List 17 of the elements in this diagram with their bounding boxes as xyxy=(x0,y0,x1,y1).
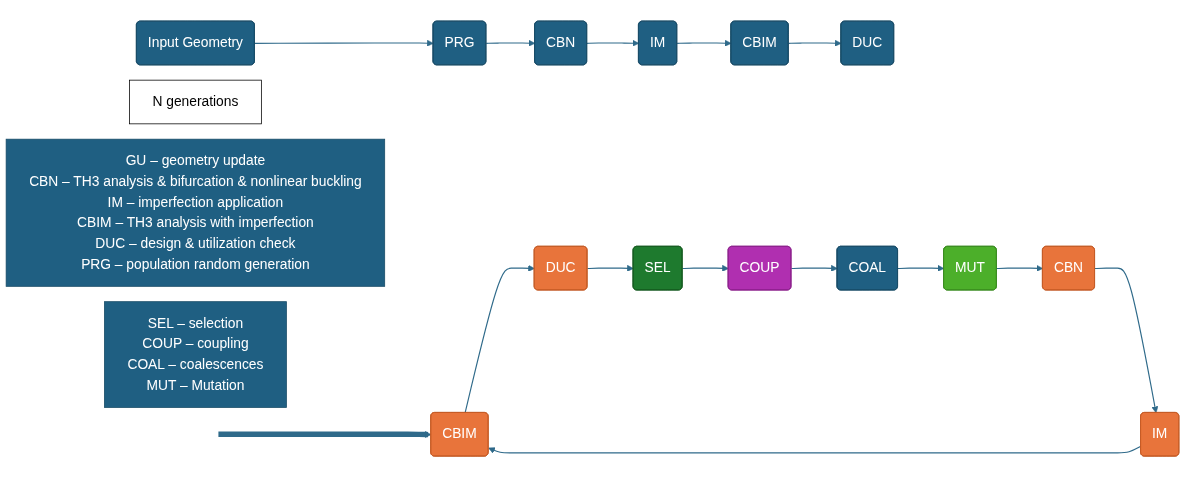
arrow xyxy=(681,264,729,272)
arrow xyxy=(897,264,945,272)
node-box: SEL – selection COUP – coupling COAL – coalescences MUT – Mutation xyxy=(104,301,287,408)
arrow xyxy=(790,264,838,272)
arrow xyxy=(464,264,535,414)
node-box: N generations xyxy=(129,79,262,125)
arrow xyxy=(676,39,732,47)
arrow xyxy=(218,430,432,438)
arrow xyxy=(996,264,1044,272)
arrow xyxy=(586,39,640,47)
arrow xyxy=(488,445,1142,454)
node-box: GU – geometry update CBN – TH3 analysis & bifurcation & nonlinear buckling IM – imperfection application CBIM – TH3 analysis with imperfection DUC – design & utilization check PRG – population random generation xyxy=(5,138,386,287)
arrow xyxy=(1094,267,1159,413)
arrow xyxy=(788,39,842,47)
arrow xyxy=(254,39,434,47)
arrow xyxy=(586,264,634,272)
arrow xyxy=(485,39,536,47)
